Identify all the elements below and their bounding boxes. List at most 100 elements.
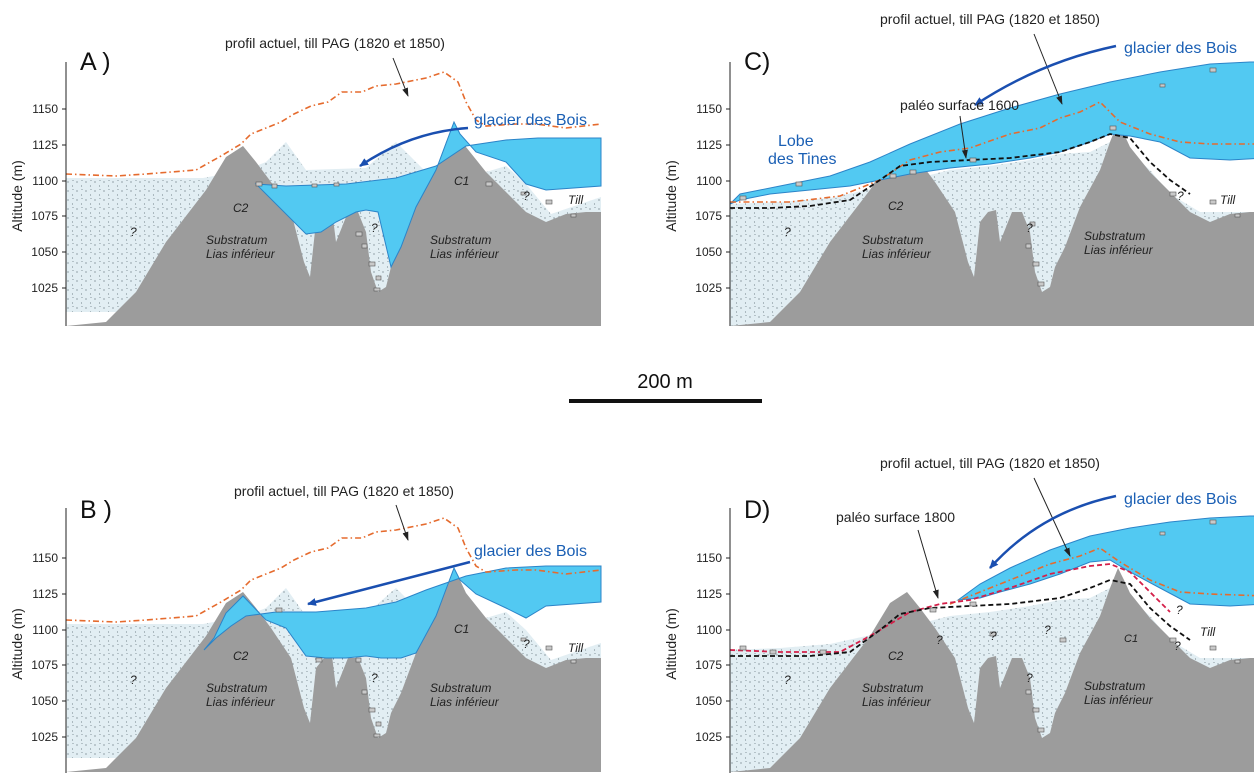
panel-a-glacier-label: glacier des Bois (474, 112, 587, 129)
panel-a: A ) (9, 35, 602, 326)
panel-c-tick-1100: 1100 (696, 174, 722, 188)
panel-c-unknown-2: ? (1026, 221, 1033, 235)
panel-a-till-label: Till (568, 193, 584, 207)
panel-a-c2-label: C2 (233, 201, 249, 215)
panel-d-tick-1050: 1050 (695, 694, 722, 708)
panel-d: D) (663, 455, 1254, 773)
panel-b-c2-label: C2 (233, 649, 249, 663)
panel-d-letter: D) (744, 496, 770, 524)
panel-c-glacier-label: glacier des Bois (1124, 40, 1237, 57)
panel-c-substratum-right-2: Lias inférieur (1084, 243, 1154, 257)
panel-d-unknown-7: ? (1174, 639, 1181, 653)
panel-d-tick-1150: 1150 (696, 551, 722, 565)
panel-b-flow-arrow (307, 560, 471, 606)
panel-d-profile-label: profil actuel, till PAG (1820 et 1850) (880, 455, 1100, 471)
panel-d-substratum-right-2: Lias inférieur (1084, 693, 1154, 707)
scale-bar-line (569, 399, 762, 403)
panel-a-tick-1100: 1100 (32, 174, 58, 188)
panel-b-c1-label: C1 (454, 622, 469, 636)
panel-a-section (65, 71, 602, 326)
panel-c-substratum-left-2: Lias inférieur (862, 247, 932, 261)
panel-d-y-label: Altitude (m) (663, 608, 679, 680)
panel-a-unknown-2: ? (371, 221, 378, 235)
panel-d-paleo-pointer (917, 529, 939, 599)
panel-b-section (65, 517, 602, 772)
panel-c-till-label: Till (1220, 193, 1236, 207)
panel-b: B ) (9, 483, 602, 773)
panel-c-y-axis: 1150 1125 1100 1075 1050 1025 Altitude (… (663, 62, 731, 326)
panel-a-tick-1025: 1025 (31, 281, 58, 295)
panel-b-unknown-3: ? (523, 637, 530, 651)
panel-c-c2-label: C2 (888, 199, 904, 213)
panel-b-tick-1100: 1100 (32, 623, 58, 637)
panel-a-profile-pointer (392, 57, 409, 97)
panel-a-unknown-3: ? (523, 189, 530, 203)
panel-c-tick-1125: 1125 (696, 138, 722, 152)
panel-d-substratum-left-1: Substratum (862, 681, 923, 695)
panel-d-tick-1075: 1075 (695, 658, 722, 672)
panel-c-unknown-1: ? (784, 225, 791, 239)
panel-b-tick-1150: 1150 (32, 551, 58, 565)
panel-a-substratum-left-1: Substratum (206, 233, 267, 247)
panel-c-tick-1150: 1150 (696, 102, 722, 116)
panel-c-y-label: Altitude (m) (663, 160, 679, 232)
panel-b-till-label: Till (568, 641, 584, 655)
panel-a-substratum-right-2: Lias inférieur (430, 247, 500, 261)
panel-c-section (729, 61, 1254, 326)
panel-d-till-label: Till (1200, 625, 1216, 639)
panel-c-paleo-label: paléo surface 1600 (900, 97, 1019, 113)
panel-d-substratum-right-1: Substratum (1084, 679, 1145, 693)
panel-a-profile-label: profil actuel, till PAG (1820 et 1850) (225, 35, 445, 51)
panel-a-letter: A ) (80, 48, 111, 76)
panel-d-tick-1025: 1025 (695, 730, 722, 744)
panel-b-tick-1025: 1025 (31, 730, 58, 744)
panel-b-substratum-right-1: Substratum (430, 681, 491, 695)
panel-a-substratum-right-1: Substratum (430, 233, 491, 247)
panel-a-unknown-1: ? (130, 225, 137, 239)
panel-b-substratum-left-2: Lias inférieur (206, 695, 276, 709)
panel-c-tick-1025: 1025 (695, 281, 722, 295)
panel-b-tick-1075: 1075 (31, 658, 58, 672)
panel-c: C) (663, 11, 1254, 326)
panel-d-unknown-5: ? (1026, 671, 1033, 685)
panel-b-unknown-1: ? (130, 673, 137, 687)
panel-c-profile-pointer (1033, 33, 1063, 105)
panel-c-tick-1050: 1050 (695, 245, 722, 259)
panel-d-tick-1125: 1125 (696, 587, 722, 601)
scale-bar-label: 200 m (637, 371, 693, 393)
panel-d-glacier-label: glacier des Bois (1124, 491, 1237, 508)
panel-b-letter: B ) (80, 496, 112, 524)
panel-d-substratum-left-2: Lias inférieur (862, 695, 932, 709)
panel-a-tick-1050: 1050 (31, 245, 58, 259)
panel-d-section (729, 515, 1254, 772)
panel-c-paleo-pointer (959, 115, 968, 159)
panel-a-y-axis: 1150 1125 1100 1075 1050 1025 Altitude (… (9, 62, 67, 326)
panel-c-substratum-right-1: Substratum (1084, 229, 1145, 243)
panel-d-tick-1100: 1100 (696, 623, 722, 637)
panel-b-y-axis: 1150 1125 1100 1075 1050 1025 Altitude (… (9, 508, 67, 773)
scale-bar: 200 m (569, 371, 762, 403)
panel-c-flow-arrow (974, 44, 1117, 107)
panel-d-unknown-1: ? (784, 673, 791, 687)
panel-b-substratum-left-1: Substratum (206, 681, 267, 695)
panel-a-substratum-left-2: Lias inférieur (206, 247, 276, 261)
panel-d-c2-label: C2 (888, 649, 904, 663)
panel-a-tick-1125: 1125 (32, 138, 58, 152)
panel-b-unknown-2: ? (371, 671, 378, 685)
panel-a-flow-arrow (359, 126, 469, 168)
panel-d-unknown-4: ? (1044, 623, 1051, 637)
panel-c-letter: C) (744, 48, 770, 76)
panel-d-profile-pointer (1033, 477, 1071, 557)
panel-c-profile-label: profil actuel, till PAG (1820 et 1850) (880, 11, 1100, 27)
panel-d-unknown-2: ? (936, 633, 943, 647)
panel-b-y-label: Altitude (m) (9, 608, 25, 680)
panel-c-tick-1075: 1075 (695, 209, 722, 223)
panel-a-y-label: Altitude (m) (9, 160, 25, 232)
panel-b-tick-1125: 1125 (32, 587, 58, 601)
panel-c-unknown-3: ? (1177, 189, 1184, 203)
panel-b-profile-pointer (395, 504, 409, 541)
panel-d-paleo-label: paléo surface 1800 (836, 509, 955, 525)
panel-c-lobe-label-1: Lobe (778, 133, 814, 150)
panel-d-flow-arrow (989, 494, 1117, 569)
